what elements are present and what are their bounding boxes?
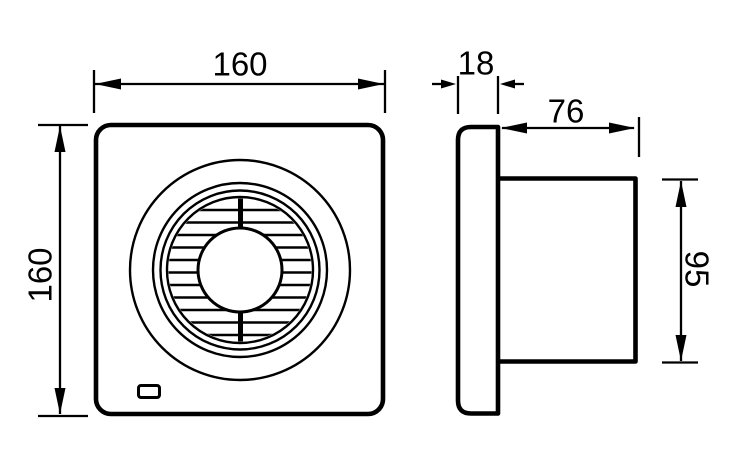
grille-ring-outer-circle <box>159 189 321 351</box>
arrowhead-right-icon <box>358 78 384 90</box>
dim-label-front-height: 160 <box>22 247 59 302</box>
dim-front-height: 160 <box>22 123 88 418</box>
arrowhead-left-icon <box>95 78 121 90</box>
indicator-light <box>137 384 161 399</box>
arrowhead-right-icon <box>609 122 635 134</box>
front-view <box>93 122 386 417</box>
arrowhead-up-icon <box>54 126 66 152</box>
fascia-step-circle <box>151 181 329 359</box>
arrowhead-right-icon <box>441 79 456 89</box>
side-view <box>455 124 638 416</box>
mounting-plate-outline <box>455 124 501 416</box>
front-panel-outline <box>93 122 386 417</box>
dim-label-duct-length: 76 <box>548 93 585 130</box>
arrowhead-up-icon <box>675 181 687 207</box>
arrowhead-down-icon <box>675 335 687 361</box>
dim-front-width: 160 <box>92 46 387 113</box>
fascia-outer-circle <box>128 158 352 382</box>
grille-ring-inner-circle <box>165 195 315 345</box>
dim-plate-thickness: 18 <box>432 45 524 114</box>
dim-duct-diameter: 95 <box>662 178 716 364</box>
duct-outline <box>495 176 638 364</box>
arrowhead-left-icon <box>501 122 527 134</box>
dim-duct-length: 76 <box>501 93 641 157</box>
dim-label-plate-thickness: 18 <box>458 45 495 82</box>
fan-hub-circle <box>196 226 284 314</box>
dim-label-front-width: 160 <box>212 46 267 83</box>
arrowhead-left-icon <box>500 79 515 89</box>
dim-label-duct-diameter: 95 <box>679 251 716 288</box>
arrowhead-down-icon <box>54 388 66 414</box>
